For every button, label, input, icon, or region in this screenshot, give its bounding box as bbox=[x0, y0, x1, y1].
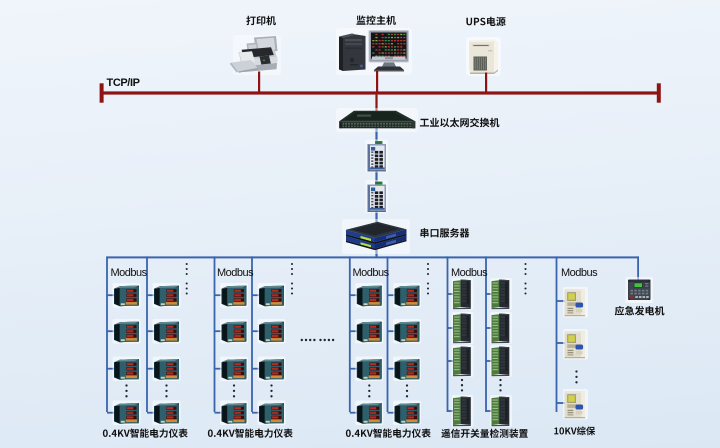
svg-text:TCP/IP: TCP/IP bbox=[107, 77, 140, 89]
svg-text:Modbus: Modbus bbox=[353, 267, 390, 279]
svg-text:Modbus: Modbus bbox=[111, 267, 148, 279]
svg-text:Modbus: Modbus bbox=[451, 267, 488, 279]
svg-text:Modbus: Modbus bbox=[217, 267, 254, 279]
svg-text:Modbus: Modbus bbox=[561, 267, 598, 279]
